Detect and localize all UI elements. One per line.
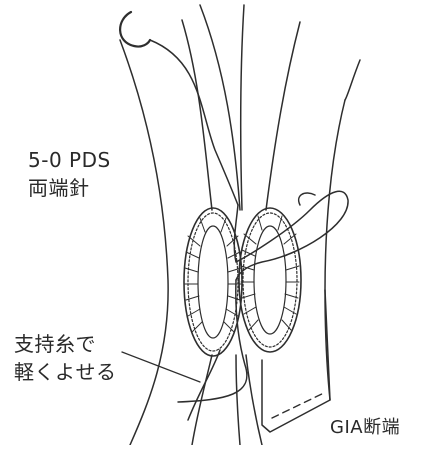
support-label-line2: 軽くよせる bbox=[14, 358, 117, 386]
bowel-wall-left-outer bbox=[120, 40, 168, 445]
suture-strand-right bbox=[299, 193, 315, 205]
bowel-wall-left-inner bbox=[182, 20, 212, 210]
gia-stump bbox=[262, 290, 330, 432]
needle-icon bbox=[120, 12, 150, 47]
bowel-wall-lower-2 bbox=[236, 355, 240, 445]
suture-strand-left bbox=[150, 40, 238, 205]
lumen-right bbox=[239, 208, 301, 352]
suture-label-line2: 両端針 bbox=[28, 174, 111, 202]
suture-loop bbox=[234, 191, 348, 280]
bowel-wall-lower-3 bbox=[246, 355, 262, 445]
bowel-wall-center-1 bbox=[200, 5, 240, 210]
support-label: 支持糸で 軽くよせる bbox=[14, 330, 117, 386]
suture-label: 5-0 PDS 両端針 bbox=[28, 146, 111, 202]
support-thread bbox=[188, 350, 220, 420]
gia-label: GIA断端 bbox=[330, 414, 400, 442]
support-label-line1: 支持糸で bbox=[14, 330, 117, 358]
lumen-left bbox=[184, 208, 242, 356]
bowel-wall-center-2 bbox=[241, 5, 244, 210]
gia-staple-line bbox=[272, 392, 326, 418]
bowel-wall-right-inner bbox=[266, 22, 300, 210]
bowel-wall-right-edge bbox=[345, 60, 360, 100]
suture-label-line1: 5-0 PDS bbox=[28, 146, 111, 174]
